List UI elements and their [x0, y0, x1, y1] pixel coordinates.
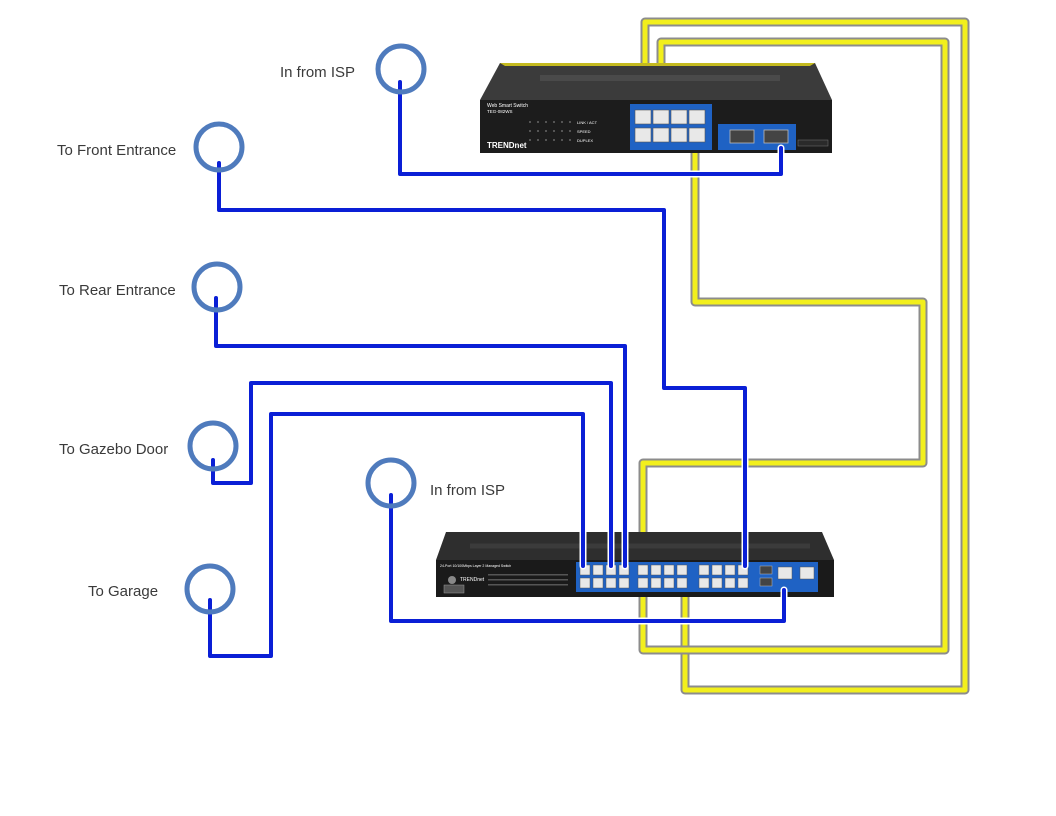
- top-switch-led-label-link: LINK / ACT: [577, 120, 598, 125]
- ethernet-port-icon[interactable]: [637, 577, 649, 589]
- ethernet-port-icon[interactable]: [650, 564, 662, 576]
- ethernet-port-icon[interactable]: [724, 577, 736, 589]
- wall-jack-icon[interactable]: [365, 457, 417, 509]
- top-switch-led-label-duplex: DUPLEX: [577, 138, 593, 143]
- bottom-switch-led-rows: [488, 574, 568, 586]
- ethernet-port-icon[interactable]: [670, 109, 688, 125]
- label-garage: To Garage: [88, 583, 159, 600]
- ethernet-port-icon[interactable]: [650, 577, 662, 589]
- sfp-port-icon[interactable]: [759, 577, 773, 587]
- wall-jack-icon[interactable]: [191, 261, 243, 313]
- ethernet-port-icon[interactable]: [663, 564, 675, 576]
- label-isp-bottom: In from ISP: [430, 482, 506, 499]
- yellow-cables: [638, 17, 970, 695]
- sfp-port-icon[interactable]: [759, 565, 773, 575]
- ethernet-port-icon[interactable]: [698, 577, 710, 589]
- ethernet-port-icon[interactable]: [592, 577, 604, 589]
- ethernet-port-icon[interactable]: [670, 127, 688, 143]
- wall-jack-icon[interactable]: [184, 563, 236, 615]
- ethernet-port-icon[interactable]: [676, 564, 688, 576]
- ethernet-port-icon[interactable]: [688, 109, 706, 125]
- ethernet-port-icon[interactable]: [652, 127, 670, 143]
- ethernet-port-icon[interactable]: [634, 109, 652, 125]
- console-port-icon[interactable]: [443, 584, 465, 594]
- top-switch-title: Web Smart Switch: [487, 103, 528, 109]
- ethernet-port-icon[interactable]: [592, 564, 604, 576]
- ethernet-port-icon[interactable]: [637, 564, 649, 576]
- top-switch-led-label-speed: SPEED: [577, 129, 591, 134]
- ethernet-port-icon[interactable]: [688, 127, 706, 143]
- ethernet-port-icon[interactable]: [698, 564, 710, 576]
- wall-jack-icon[interactable]: [375, 43, 427, 95]
- wall-jacks: [184, 43, 427, 615]
- ethernet-port-icon[interactable]: [618, 577, 630, 589]
- label-front-entrance: To Front Entrance: [57, 142, 177, 159]
- label-rear-entrance: To Rear Entrance: [59, 282, 176, 299]
- top-switch-brand: TRENDnet: [487, 141, 527, 150]
- bottom-switch-ports: [579, 564, 749, 589]
- ethernet-port-icon[interactable]: [652, 109, 670, 125]
- ethernet-port-icon[interactable]: [799, 566, 815, 580]
- wall-jack-icon[interactable]: [193, 121, 245, 173]
- sfp-port-icon[interactable]: [763, 129, 789, 144]
- top-switch-led-matrix: [529, 121, 571, 141]
- top-switch-model: TEG-082WS: [487, 109, 513, 114]
- ethernet-port-icon[interactable]: [724, 564, 736, 576]
- ethernet-port-icon[interactable]: [777, 566, 793, 580]
- bottom-switch: 24-Port 10/100Mbps Layer 2 Managed Switc…: [436, 532, 834, 597]
- label-gazebo-door: To Gazebo Door: [59, 441, 169, 458]
- top-switch-ports: [634, 109, 706, 143]
- ethernet-port-icon[interactable]: [579, 577, 591, 589]
- label-isp-top: In from ISP: [280, 64, 356, 81]
- ethernet-port-icon[interactable]: [676, 577, 688, 589]
- ethernet-port-icon[interactable]: [634, 127, 652, 143]
- wall-jack-icon[interactable]: [187, 420, 239, 472]
- blue-cable-rear-entrance: [212, 294, 629, 570]
- top-switch: Web Smart Switch TEG-082WS TRENDnet LINK…: [480, 63, 832, 153]
- blue-cables: [206, 78, 788, 660]
- ethernet-port-icon[interactable]: [605, 577, 617, 589]
- yellow-cable-uplink: [638, 143, 928, 568]
- ethernet-port-icon[interactable]: [663, 577, 675, 589]
- bottom-switch-title: 24-Port 10/100Mbps Layer 2 Managed Switc…: [440, 564, 511, 568]
- top-switch-lid: [480, 63, 832, 100]
- ethernet-port-icon[interactable]: [711, 577, 723, 589]
- ethernet-port-icon[interactable]: [737, 577, 749, 589]
- ethernet-port-icon[interactable]: [711, 564, 723, 576]
- sfp-port-icon[interactable]: [729, 129, 755, 144]
- blue-cable-front-entrance: [215, 159, 749, 570]
- bottom-switch-brand: TRENDnet: [460, 577, 485, 583]
